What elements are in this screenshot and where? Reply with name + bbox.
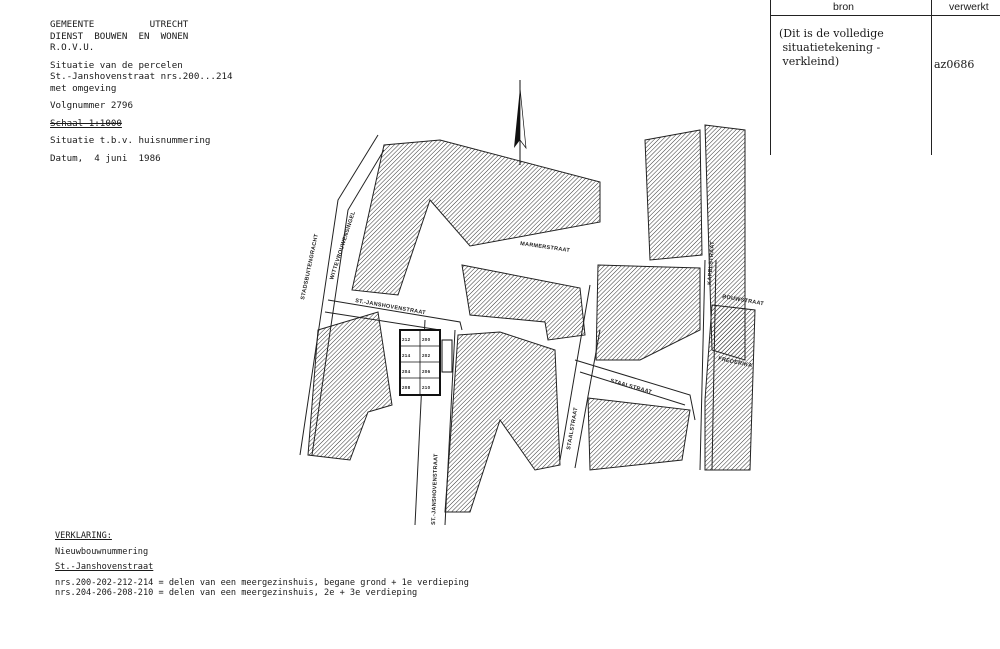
building-block	[444, 331, 561, 513]
street-label: STAALSTRAAT	[609, 378, 652, 396]
date: Datum, 4 juni 1986	[50, 152, 161, 164]
bron-text: (Dit is de volledige situatietekening - …	[779, 27, 884, 68]
verwerkt-text: az0686	[934, 58, 975, 71]
municipality: GEMEENTE	[50, 19, 95, 30]
house-number: 214	[402, 353, 411, 358]
document-header: GEMEENTE UTRECHT DIENST BOUWEN EN WONEN …	[50, 19, 233, 164]
legend-street: St.-Janshovenstraat	[55, 562, 154, 572]
table-column-divider	[931, 0, 932, 155]
building-block	[351, 139, 601, 296]
legend-line-1: nrs.200-202-212-214 = delen van een meer…	[55, 577, 469, 588]
building-block	[307, 311, 393, 461]
house-number: 210	[422, 385, 431, 390]
table-divider	[771, 15, 1000, 16]
city: UTRECHT	[149, 19, 189, 30]
north-arrow-icon	[514, 80, 527, 165]
building-block	[644, 129, 703, 261]
house-number: 202	[422, 353, 431, 358]
street-label: STADSBUITENGRACHT	[300, 233, 320, 300]
building-block	[704, 304, 756, 471]
sequence-number: Volgnummer 2796	[50, 100, 133, 111]
street-label: WITTEVROUWENSINGEL	[329, 210, 357, 280]
subject-line-3: met omgeving	[50, 82, 117, 94]
street-label: ST.-JANSHOVENSTRAAT	[355, 298, 427, 316]
bron-header: bron	[833, 1, 855, 13]
subject-line-2: St.-Janshovenstraat nrs.200...214	[50, 71, 233, 82]
building-block	[587, 397, 691, 471]
scale: Schaal 1:1000	[50, 117, 122, 129]
house-number: 212	[402, 337, 411, 342]
house-number: 200	[422, 337, 431, 342]
source-table: bron verwerkt (Dit is de volledige situa…	[770, 0, 1000, 155]
building-block	[461, 264, 586, 341]
legend: VERKLARING: Nieuwbouwnummering St.-Jansh…	[55, 531, 469, 599]
purpose: Situatie t.b.v. huisnummering	[50, 135, 211, 146]
house-number: 206	[422, 369, 431, 374]
legend-line-2: nrs.204-206-208-210 = delen van een meer…	[55, 588, 418, 598]
street-label: KAPELSTRAAT	[707, 241, 716, 285]
legend-subtitle: Nieuwbouwnummering	[55, 546, 149, 557]
unit: R.O.V.U.	[50, 42, 95, 53]
street-label: MARMERSTRAAT	[520, 241, 571, 254]
verwerkt-header: verwerkt	[949, 1, 989, 13]
house-number: 208	[402, 385, 411, 390]
subject-line-1: Situatie van de percelen	[50, 59, 183, 71]
department: DIENST BOUWEN EN WONEN	[50, 30, 189, 42]
house-number: 204	[402, 369, 411, 374]
legend-title: VERKLARING:	[55, 531, 112, 541]
street-label: ST.-JANSHOVENSTRAAT	[431, 453, 440, 525]
building-block	[595, 264, 701, 361]
